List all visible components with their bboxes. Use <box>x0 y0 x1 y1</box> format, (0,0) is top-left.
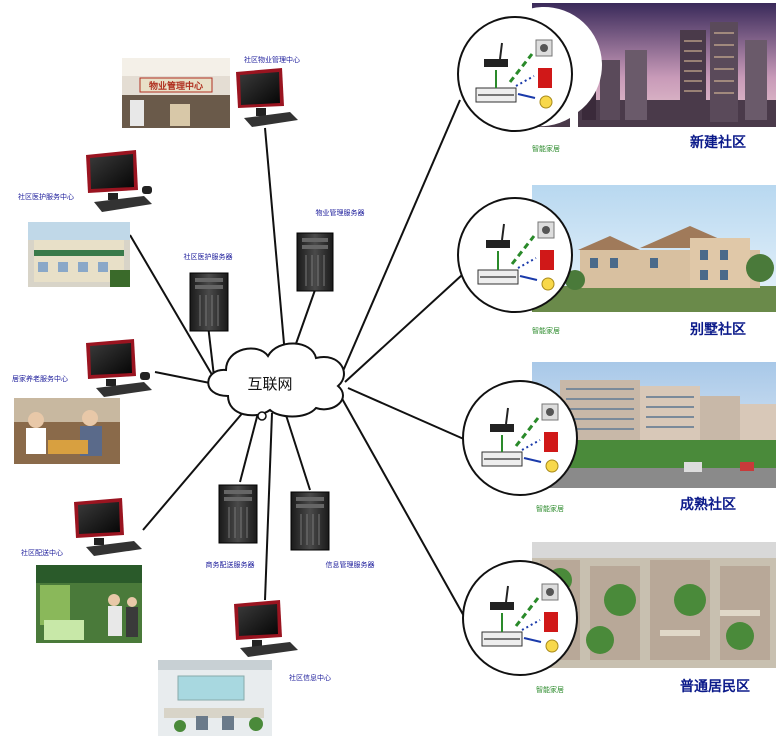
commerce-server: 商务配送服务器 <box>206 484 258 569</box>
server-icon <box>290 491 330 551</box>
info-computer-icon <box>234 600 298 657</box>
smart-home-icons <box>481 403 559 473</box>
line-info-server <box>284 411 311 491</box>
mature-community-title: 成熟社区 <box>680 496 736 513</box>
ordinary-smart-home-label: 智能家居 <box>536 685 564 694</box>
server-icon <box>218 484 258 544</box>
property-center: 物业管理中心 社区物业管理中心 <box>122 55 300 128</box>
ordinary-community-title: 普通居民区 <box>680 678 750 695</box>
elder-center: 居家养老服务中心 <box>12 339 152 464</box>
elder-label: 居家养老服务中心 <box>12 374 68 383</box>
smart-home-icons <box>475 39 553 109</box>
property-photo-caption: 物业管理中心 <box>149 80 203 92</box>
care-center: 社区医护服务中心 <box>18 150 152 287</box>
line-new <box>339 99 461 379</box>
property-computer-icon <box>236 68 298 127</box>
care-label: 社区医护服务中心 <box>18 192 74 201</box>
sensor-icon <box>544 432 558 452</box>
new-community: 智能家居 新建社区 <box>457 3 776 153</box>
bulb-icon <box>545 639 559 653</box>
care-computer-icon <box>86 150 152 212</box>
info-server-label: 信息管理服务器 <box>326 560 375 569</box>
bulb-icon <box>539 95 553 109</box>
commerce-server-label: 商务配送服务器 <box>206 560 255 569</box>
info-center: 社区信息中心 <box>158 600 331 736</box>
smart-home-bubble <box>457 16 573 132</box>
info-server: 信息管理服务器 <box>290 491 375 569</box>
sensor-icon <box>540 250 554 270</box>
smart-home-bubble <box>462 380 578 496</box>
delivery-center: 社区配送中心 <box>21 498 142 643</box>
smart-home-bubble <box>462 560 578 676</box>
smart-home-icons <box>477 221 555 291</box>
sensor-icon <box>544 612 558 632</box>
router-icon <box>490 424 514 432</box>
sensor-icon <box>538 68 552 88</box>
elder-computer-icon <box>86 339 152 397</box>
new-smart-home-label: 智能家居 <box>532 144 560 153</box>
villa-community-title: 别墅社区 <box>689 321 746 338</box>
router-icon <box>490 602 514 610</box>
care-server-label: 社区医护服务器 <box>184 252 233 261</box>
delivery-computer-icon <box>74 498 142 556</box>
router-icon <box>484 59 508 67</box>
info-label: 社区信息中心 <box>289 673 331 682</box>
connection-lines <box>129 99 467 619</box>
property-server: 物业管理服务器 <box>296 208 365 292</box>
new-community-title: 新建社区 <box>690 134 746 151</box>
care-server: 社区医护服务器 <box>184 252 233 332</box>
internet-label: 互联网 <box>247 375 292 393</box>
server-icon <box>296 232 334 292</box>
internet-cloud: 互联网 <box>207 342 345 421</box>
bulb-icon <box>545 459 559 473</box>
property-label: 社区物业管理中心 <box>244 55 300 64</box>
ordinary-community: 智能家居 普通居民区 <box>462 542 776 695</box>
line-villa <box>344 274 463 383</box>
property-server-label: 物业管理服务器 <box>316 208 365 217</box>
bulb-icon <box>541 277 555 291</box>
line-mature <box>347 387 467 441</box>
villa-smart-home-label: 智能家居 <box>532 326 560 335</box>
line-property <box>264 127 286 356</box>
villa-community: 智能家居 别墅社区 <box>457 185 776 338</box>
line-care <box>129 234 219 386</box>
smart-home-bubble <box>457 197 573 313</box>
server-icon <box>189 272 229 332</box>
delivery-label: 社区配送中心 <box>21 548 63 557</box>
line-ordinary <box>339 394 466 619</box>
mature-community: 智能家居 成熟社区 <box>462 362 776 513</box>
line-commerce-server <box>239 412 259 483</box>
router-icon <box>486 240 510 248</box>
smart-home-icons <box>481 583 559 653</box>
mature-smart-home-label: 智能家居 <box>536 504 564 513</box>
line-info <box>264 412 273 601</box>
line-delivery <box>142 409 246 531</box>
